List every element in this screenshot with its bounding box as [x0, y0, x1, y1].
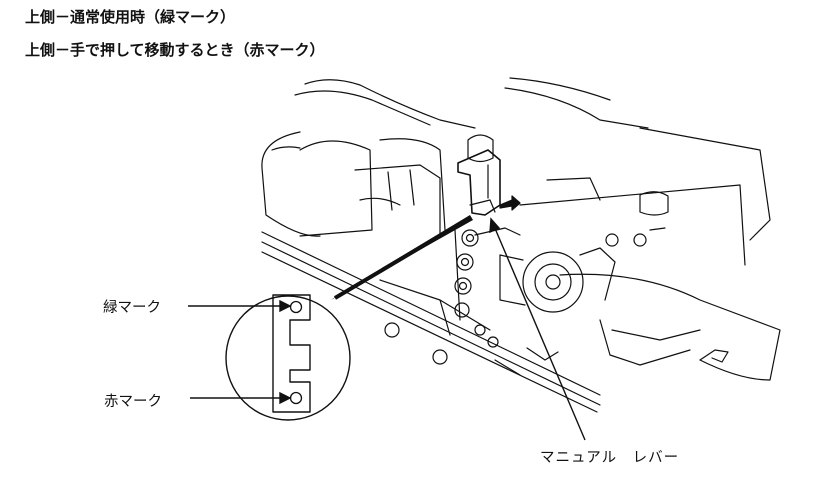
green-mark-label: 緑マーク	[103, 300, 161, 316]
instruction-line-upper-manual-push: 上側－手で押して移動するとき（赤マーク）	[25, 41, 325, 59]
instruction-line-upper-normal: 上側－通常使用時（緑マーク）	[25, 8, 236, 26]
red-mark-label: 赤マーク	[104, 394, 162, 410]
manual-lever-label: マニュアル レバー	[540, 450, 680, 466]
